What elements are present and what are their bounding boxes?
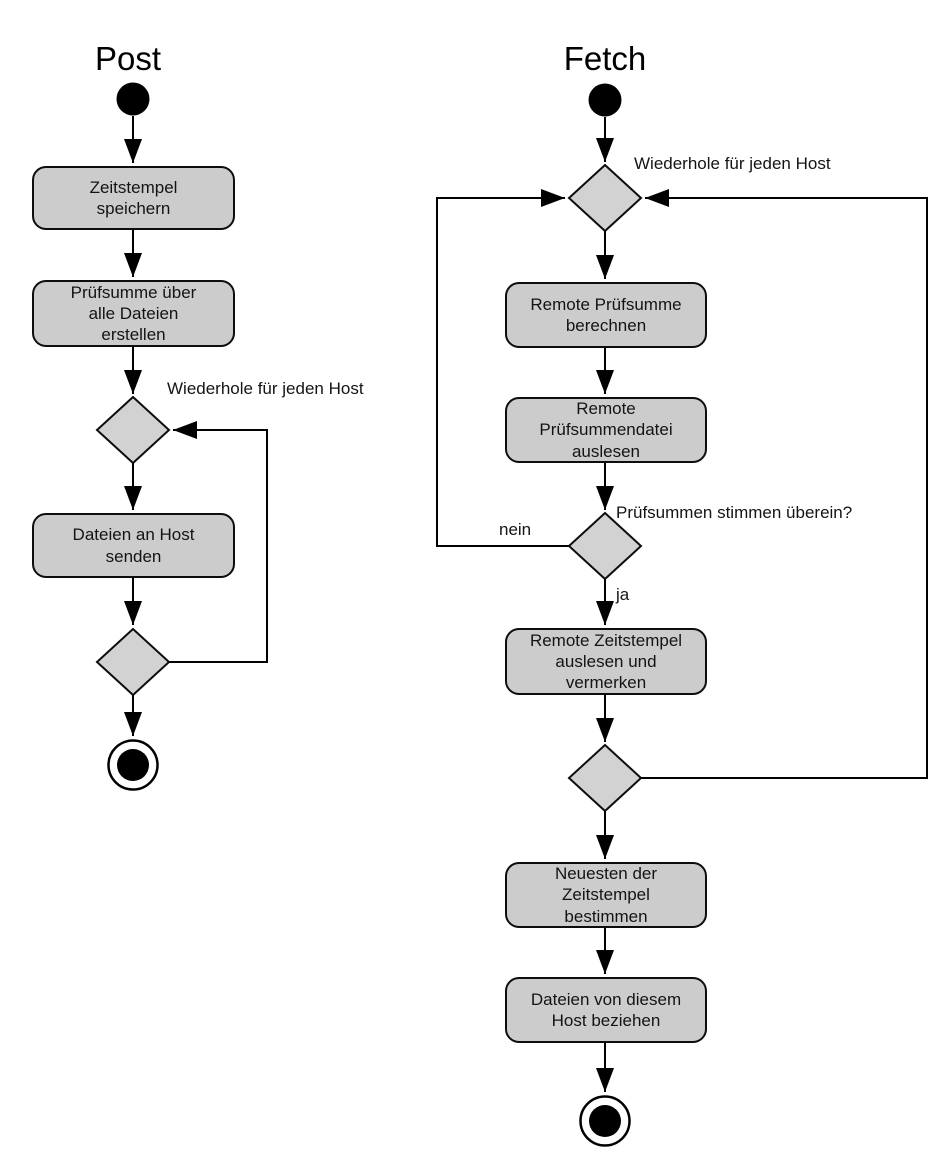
- activity-read-remote-checksum-file: Remote Prüfsummendatei auslesen: [505, 397, 707, 463]
- fetch-start-node: [588, 83, 622, 117]
- fetch-loop-decision-diamond: [567, 163, 643, 233]
- fetch-nein-label: nein: [499, 520, 532, 539]
- post-loop-back-edge: [169, 421, 268, 663]
- fetch-nein-loop-back-edge: [436, 189, 569, 547]
- activity-save-timestamp: Zeitstempel speichern: [32, 166, 235, 230]
- post-loop-label: Wiederhole für jeden Host: [167, 379, 364, 398]
- fetch-decision-label: Prüfsummen stimmen überein?: [616, 503, 853, 522]
- fetch-outer-loop-back-edge: [641, 189, 928, 779]
- fetch-merge-diamond: [567, 743, 643, 813]
- activity-note-remote-timestamp: Remote Zeitstempel auslesen und vermerke…: [505, 628, 707, 695]
- fetch-title: Fetch: [563, 40, 647, 77]
- post-loop-decision-diamond: [95, 395, 171, 465]
- fetch-loop-label: Wiederhole für jeden Host: [634, 154, 831, 173]
- fetch-end-node: [589, 1105, 621, 1137]
- post-start-node: [116, 82, 150, 116]
- activity-get-files-from-host: Dateien von diesem Host beziehen: [505, 977, 707, 1043]
- post-title: Post: [94, 40, 162, 77]
- activity-create-checksum-all-files: Prüfsumme über alle Dateien erstellen: [32, 280, 235, 347]
- activity-determine-newest-timestamp: Neuesten der Zeitstempel bestimmen: [505, 862, 707, 928]
- activity-send-files-to-host: Dateien an Host senden: [32, 513, 235, 578]
- post-end-node: [117, 749, 149, 781]
- activity-compute-remote-checksum: Remote Prüfsumme berechnen: [505, 282, 707, 348]
- post-merge-diamond: [95, 627, 171, 697]
- fetch-ja-label: ja: [616, 585, 630, 604]
